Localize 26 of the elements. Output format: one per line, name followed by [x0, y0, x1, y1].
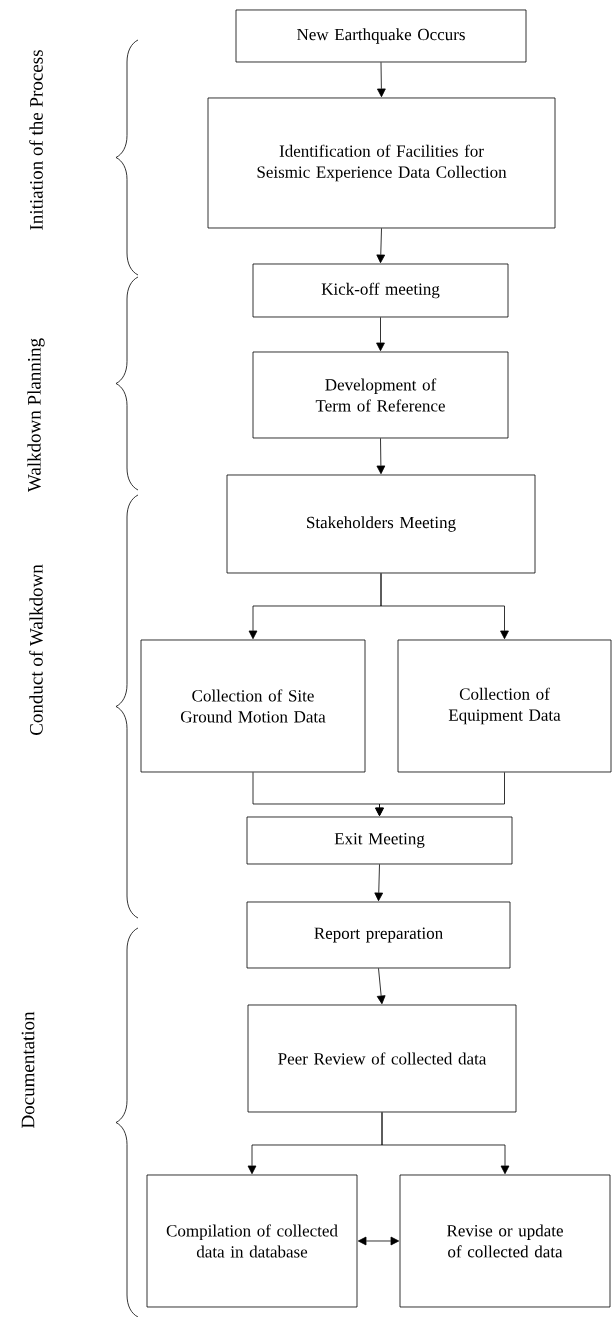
section-label: Conduct of Walkdown [29, 564, 43, 735]
process-box: Compilation of collected data in database [146, 1174, 358, 1308]
arrow [376, 968, 386, 1005]
arrow [376, 317, 385, 352]
arrow [374, 864, 384, 902]
process-box: Report preparation [246, 901, 511, 969]
section-label: Documentation [21, 1011, 35, 1128]
arrow [381, 1112, 510, 1175]
process-box: Stakeholders Meeting [226, 474, 536, 574]
process-box: Identification of Facilities for Seismic Experience Data Collection [207, 97, 556, 229]
process-box: Collection of Site Ground Motion Data [140, 639, 366, 773]
arrow [376, 438, 386, 475]
arrow [380, 573, 509, 640]
process-box: Peer Review of collected data [247, 1004, 517, 1113]
section-label: Initiation of the Process [29, 50, 43, 230]
process-box: Development of Term of Reference [252, 351, 509, 439]
arrow [376, 228, 386, 264]
process-box: Exit Meeting [246, 816, 513, 865]
arrow [357, 1236, 400, 1246]
process-box: Revise or update of collected data [399, 1174, 611, 1308]
process-box: Kick-off meeting [252, 263, 509, 318]
process-box: New Earthquake Occurs [235, 9, 527, 63]
section-label: Walkdown Planning [27, 338, 45, 493]
arrow [377, 62, 386, 98]
arrow [375, 772, 505, 817]
process-box: Collection of Equipment Data [397, 639, 612, 773]
